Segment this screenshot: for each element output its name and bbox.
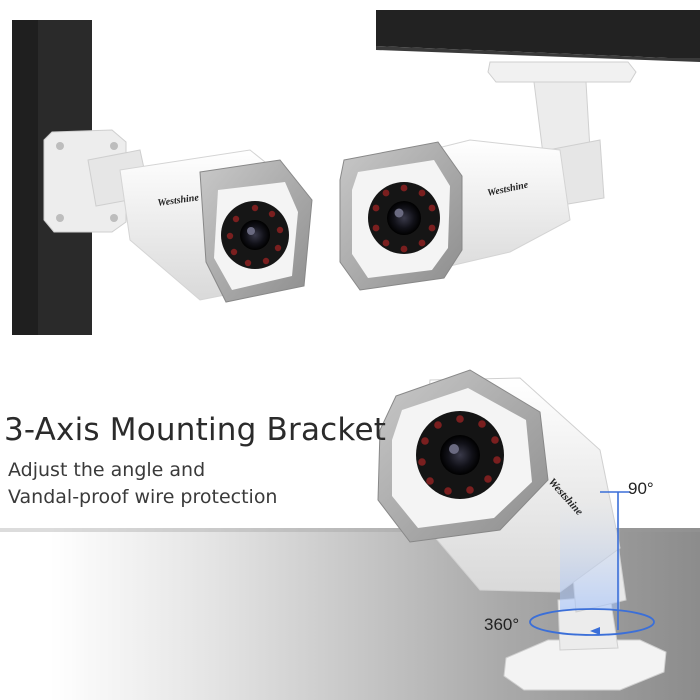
horizontal-rotation-ellipse: [529, 608, 655, 636]
rotation-indicators: [529, 491, 655, 636]
ceiling-camera: Westshine: [339, 61, 637, 291]
wall-camera: Westshine: [43, 129, 313, 303]
subtitle-line-2: Vandal-proof wire protection: [8, 486, 278, 508]
subtitle-line-1: Adjust the angle and: [8, 459, 206, 481]
headline: 3-Axis Mounting Bracket: [4, 412, 387, 448]
base-camera: Westshine: [377, 369, 667, 691]
ceiling-block: [376, 10, 700, 62]
rotation-arrow-icon: [590, 627, 600, 635]
horizontal-angle-label: 360°: [484, 615, 520, 634]
vertical-angle-label: 90°: [628, 479, 654, 498]
